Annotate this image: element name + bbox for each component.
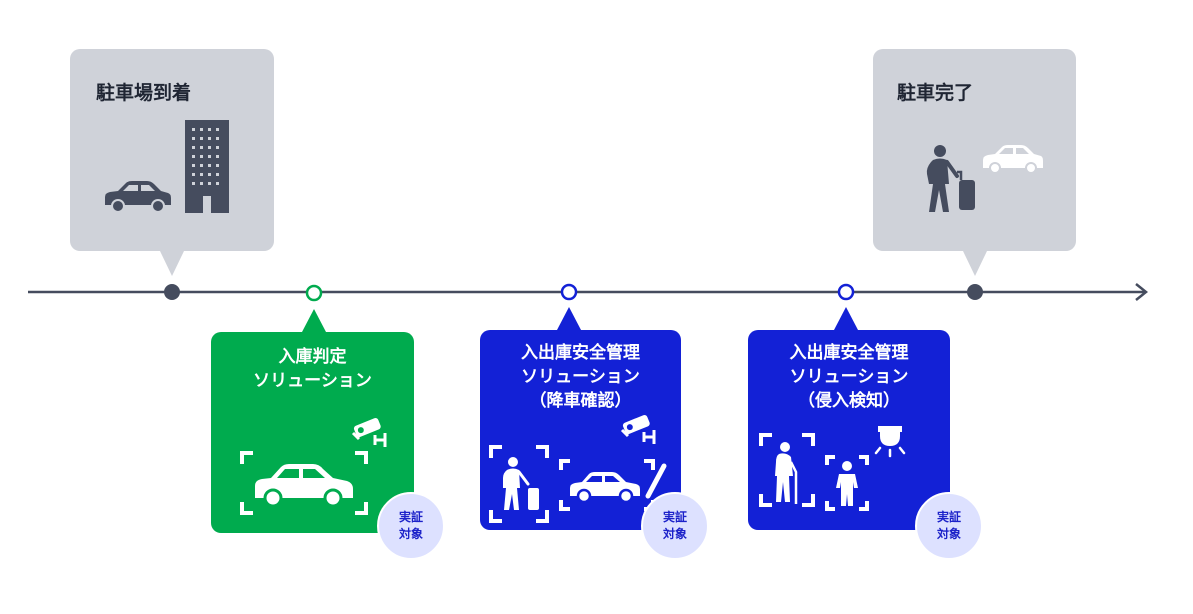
detection-frame-icon xyxy=(559,459,667,511)
solution-card-title: 入出庫安全管理 ソリューション （降車確認） xyxy=(480,341,681,413)
complete-pointer xyxy=(963,251,987,276)
timeline-arrowhead xyxy=(1135,283,1149,301)
solution-3-pointer xyxy=(834,307,858,330)
security-camera-icon xyxy=(351,417,387,447)
timeline-node-complete xyxy=(967,284,983,300)
solution-2-pointer xyxy=(557,307,581,330)
badge-line: 対象 xyxy=(398,527,423,541)
solution-card-title-line: 入出庫安全管理 xyxy=(521,343,640,363)
timeline-node-solution-1 xyxy=(305,284,323,302)
detection-frame-icon xyxy=(489,445,549,523)
timeline-node-solution-2 xyxy=(560,283,578,301)
solution-card-title-line: ソリューション xyxy=(253,371,372,391)
demo-target-badge: 実証 対象 xyxy=(641,492,709,560)
arrival-pointer xyxy=(160,251,184,276)
arrival-box: 駐車場到着 xyxy=(70,49,274,251)
security-camera-icon xyxy=(620,414,656,444)
badge-line: 実証 xyxy=(398,510,423,524)
detection-frame-icon xyxy=(240,451,368,515)
badge-line: 実証 xyxy=(936,510,961,524)
building-icon xyxy=(185,120,229,213)
solution-card-title-line: ソリューション xyxy=(789,367,909,387)
badge-line: 実証 xyxy=(662,510,687,524)
car-icon xyxy=(105,181,171,213)
complete-box: 駐車完了 xyxy=(873,49,1076,251)
demo-target-badge: 実証 対象 xyxy=(377,492,445,560)
solution-card-title-line: （侵入検知） xyxy=(798,391,900,411)
child-icon xyxy=(825,455,869,511)
car-icon xyxy=(983,145,1043,174)
demo-target-badge: 実証 対象 xyxy=(915,492,983,560)
solution-1-pointer xyxy=(302,309,326,332)
elderly-person-icon xyxy=(759,433,815,507)
solution-card-title: 入出庫安全管理 ソリューション （侵入検知） xyxy=(748,341,950,413)
solution-card-title-line: （降車確認） xyxy=(529,391,632,411)
arrival-title: 駐車場到着 xyxy=(96,82,192,104)
solution-card-title-line: ソリューション xyxy=(521,367,640,387)
badge-line: 対象 xyxy=(662,527,687,541)
solution-card-intrusion-detection: 入出庫安全管理 ソリューション （侵入検知） xyxy=(748,330,950,530)
solution-card-title-line: 入出庫安全管理 xyxy=(789,343,909,363)
timeline-node-arrival xyxy=(164,284,180,300)
badge-line: 対象 xyxy=(936,527,961,541)
complete-title: 駐車完了 xyxy=(897,82,974,104)
solution-card-entry-judgment: 入庫判定 ソリューション xyxy=(211,332,414,533)
traveler-with-suitcase-icon xyxy=(926,145,975,212)
ceiling-sensor-icon xyxy=(874,426,906,458)
timeline-node-solution-3 xyxy=(837,283,855,301)
solution-card-title: 入庫判定 ソリューション xyxy=(211,345,414,393)
solution-card-title-line: 入庫判定 xyxy=(278,347,347,367)
solution-card-exit-getoff: 入出庫安全管理 ソリューション （降車確認） xyxy=(480,330,681,530)
